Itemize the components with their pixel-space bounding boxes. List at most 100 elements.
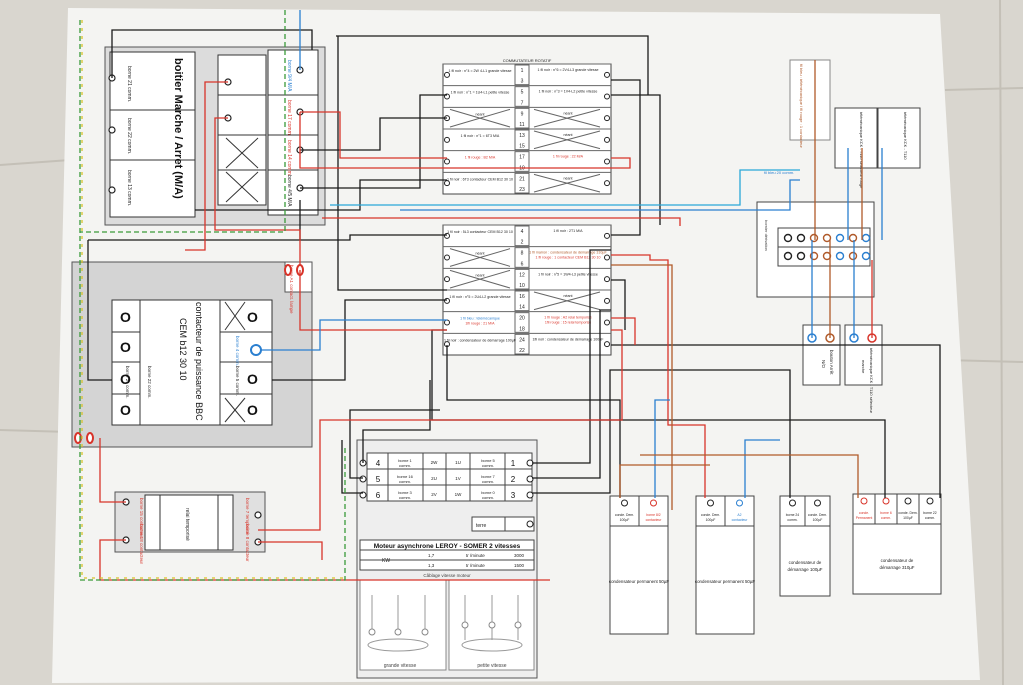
condensateur-title: condensateur de [881,558,914,563]
condensateur-pin-label: borne 8/2 [646,513,660,517]
condensateur-terminal [789,499,796,507]
terminal-o-7: O [247,402,258,418]
motor-terminal [526,475,534,483]
motor-terminal [526,491,534,499]
motor-coil-b: 1U [455,460,461,465]
bornier-terminal [848,251,858,261]
condensateur-pin-label: comm. [881,516,891,520]
comm-terminal [604,115,610,122]
condensateur-terminal [814,499,821,507]
motor-borne-label: comm. [482,463,494,468]
boitier-borne-ma2: borne 4/5 M/A [286,175,292,207]
comm-num: 23 [519,187,525,193]
terminal-o-3: O [120,371,131,387]
condensateur-pin-label: Permanent [856,516,873,520]
condensateur-pin-label: borne 22 [923,511,936,515]
comm-terminal [604,158,610,165]
comm-terminal [444,319,450,326]
bornier-terminal [835,233,845,243]
condensateur-terminal [707,499,714,507]
motor-terminal [359,475,367,483]
condensateur-pin-label: conde. [859,511,869,515]
comm-num: 14 [519,305,525,311]
neant-cross [533,291,601,311]
condensateur-title: démarrage 100µF [788,567,823,572]
motor-coil-b: 1V [455,476,461,481]
bornier-terminal [796,233,806,243]
bornier-terminal [796,251,806,261]
condensateur-terminal [904,497,912,505]
comm-terminal [604,93,610,100]
comm-row-right: 1 fil noir : n°3 = 1V4-L2 petite vitesse [539,90,598,94]
bouton-arret: bouton Arrêt N/O télémécanique KCK - T11… [802,324,883,414]
comm-num: 24 [519,337,525,343]
motor-borne-num: 1 [511,459,516,468]
bornier-title: bornier dérivation [764,220,769,251]
neant-cross [533,173,601,193]
motor-borne-label: borne 7 [481,474,495,479]
terminal-o-4: O [120,402,131,418]
bornier-terminal [848,233,858,243]
motor-borne-label: borne 0 [481,490,495,495]
motor-borne-label: comm. [482,495,494,500]
comm-num: 2 [521,240,524,246]
comm-terminal [604,180,610,187]
relais-left-1: borne 15 contacteur [139,498,144,539]
neant-cross [533,130,601,150]
terminal-o-2: O [120,339,131,355]
condensateur-pin-label: conde. Dem. [701,513,720,517]
condensateur-terminal [650,499,657,507]
condensateur-pin-label: contacteur [646,518,663,522]
condensateur-terminal [926,497,934,505]
motor-borne-num: 5 [376,475,381,484]
bornier-terminal [835,251,845,261]
moteur-rpm-2: 1500 [514,563,525,568]
condensateur-pin-label: contacteur [732,518,749,522]
commutateur-title: COMMUTATEUR ROTATIF [503,58,552,63]
comm-row-right: 1 fil rouge : 22 M/A [553,155,584,159]
comm-row-left: néant [476,112,485,116]
terminal-blue [250,344,262,356]
telemecanique-bottom-sub: marche [861,360,866,374]
comm-terminal [604,276,610,283]
relais-title: relai temporisé [184,508,190,541]
comm-row-left: 1fil rouge : 21 M/A [465,322,495,326]
comm-terminal [604,297,610,304]
motor-borne-label: borne 3 [398,490,412,495]
comm-num: 16 [519,294,525,300]
comm-row-left: 1 fil noir : 6T3 contacteur CEM B12 30 1… [447,177,513,181]
fil-note: fil bleu : télémécanique / fil rouge : 1… [799,64,804,148]
comm-row-right: néant [564,176,573,180]
comm-terminal [444,276,450,283]
motor-borne-num: 2 [511,475,516,484]
telemecanique-top: fil bleu : télémécanique / fil rouge : 1… [789,59,921,189]
condensateur-pin-label: A2 [737,513,741,517]
contacteur-borne-4: borne 4 comm. [235,336,240,366]
condensateur-terminal [882,497,890,505]
moteur-title: Moteur asynchrone LEROY - SOMER 2 vitess… [374,543,521,550]
comm-num: 4 [521,229,524,235]
comm-row-right: néant [564,133,573,137]
comm-num: 18 [519,326,525,332]
condensateur-pin-label: comm. [787,518,797,522]
terminal-o-1: O [120,309,131,325]
neant-cross [533,108,601,128]
bornier-terminal [861,251,871,261]
condensateur-title: démarrage 310µF [880,565,915,570]
contacteur-borne-5: borne 5 comm. [235,366,240,396]
relais-temporise: relai temporisé borne 15 contacteur born… [114,491,266,565]
comm-row-left: néant [476,273,485,277]
comm-terminal [444,158,450,165]
condensateur-pin-label: conde. Dem. [615,513,634,517]
comm-num: 5 [521,90,524,96]
neant-cross [449,269,511,289]
condensateur-pin-label: 100µF [813,518,823,522]
comm-terminal [444,232,450,239]
motor-coil-a: 2W [431,460,439,465]
comm-terminal [604,254,610,261]
motor-coil-a: 2U [431,476,437,481]
comm-row-left: 1 fil rouge : B2 M/A [465,156,496,160]
comm-num: 21 [519,176,525,182]
bornier-terminal [809,233,819,243]
